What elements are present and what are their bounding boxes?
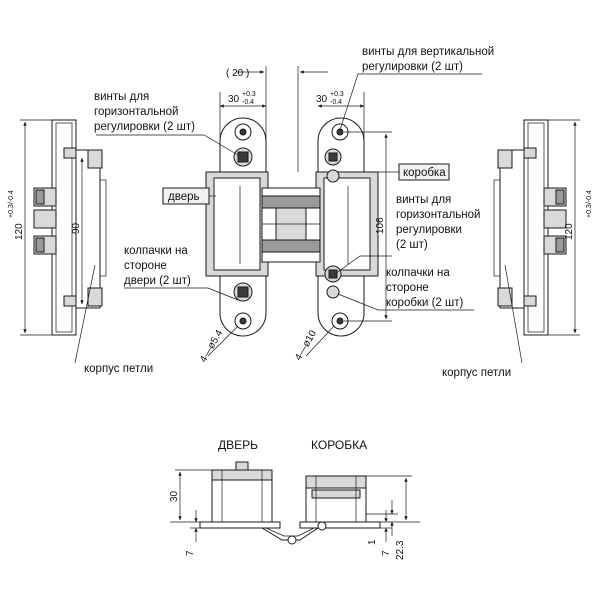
horizontal-screws-left-line1: винты для: [94, 91, 149, 103]
leader-hinge-body-left: [74, 264, 96, 364]
door-label: дверь: [168, 191, 199, 203]
dim-30-left-tol-minus: -0.4: [242, 99, 254, 106]
dim-30-left: 30 +0.3 -0.4: [219, 91, 267, 170]
dim-1-value: 1: [367, 539, 378, 545]
caps-frame-line1: колпачки на: [386, 267, 450, 279]
dim-120-right-value: 120: [564, 223, 575, 240]
frame-label: коробка: [403, 167, 446, 179]
dim-106-value: 106: [375, 217, 386, 234]
hinge-body-right-label: корпус петли: [442, 367, 511, 379]
right-side-view: [493, 119, 567, 336]
leader-hinge-body-right: [504, 264, 523, 364]
hinge-body-left-label: корпус петли: [84, 363, 153, 375]
horizontal-screws-left-line2: горизонтальной: [94, 106, 178, 118]
dim-7-left-value: 7: [185, 550, 196, 556]
dim-30-right: 30 +0.3 -0.4: [316, 91, 365, 170]
dim-20-value: ( 20 ): [226, 68, 249, 79]
leader-caps-door: [124, 287, 239, 301]
dim-7-left: 7: [185, 510, 200, 556]
dim-30-bottom-value: 30: [169, 490, 180, 502]
hole-d54-label: 4—ø5.4: [198, 328, 226, 365]
dim-30-left-tol-plus: +0.3: [242, 91, 256, 98]
leader-horizontal-screws-left: [96, 134, 239, 156]
dim-30-left-value: 30: [228, 94, 240, 105]
dim-120-right: 120 +0.3/-0.4: [548, 119, 593, 336]
dim-30-right-tol-minus: -0.4: [330, 99, 342, 106]
leader-caps-frame: [337, 293, 474, 311]
dim-20: ( 20 ): [226, 66, 328, 172]
leader-horizontal-screws-right: [334, 255, 392, 275]
caps-frame-line2: стороне: [386, 282, 429, 294]
frame-header: КОРОБКА: [311, 438, 367, 452]
dim-120-right-tol: +0.3/-0.4: [586, 190, 593, 218]
caps-door-line2: стороне: [124, 260, 167, 272]
horizontal-screws-right-line4: (2 шт): [396, 239, 428, 251]
dim-1: 1: [367, 510, 392, 545]
dim-90-value: 90: [71, 222, 82, 234]
dim-120-left: 120 +0.3/-0.4: [8, 119, 52, 336]
leader-hole-d54: [207, 325, 239, 357]
caps-door-line3: двери (2 шт): [124, 275, 191, 287]
vertical-screws-label-line1: винты для вертикальной: [362, 46, 494, 58]
dim-90: 90: [71, 157, 84, 305]
dim-120-left-value: 120: [14, 223, 25, 240]
horizontal-screws-right-line2: горизонтальной: [396, 209, 480, 221]
leader-hole-d10: [305, 325, 335, 357]
left-side-view: [33, 119, 107, 336]
vertical-screws-label-line2: регулировки (2 шт): [362, 61, 463, 73]
dim-120-left-tol: +0.3/-0.4: [8, 190, 15, 218]
horizontal-screws-right-line1: винты для: [396, 194, 451, 206]
horizontal-screws-left-line3: регулировки (2 шт): [94, 121, 195, 133]
dim-106: 106: [344, 131, 392, 322]
dim-223: 22.3: [366, 475, 412, 560]
dim-7-right-value: 7: [381, 550, 392, 556]
dim-223-value: 22.3: [395, 540, 406, 560]
bottom-view: [199, 461, 381, 545]
horizontal-screws-right-line3: регулировки: [396, 224, 462, 236]
front-view: [205, 117, 379, 337]
caps-door-line1: колпачки на: [124, 245, 188, 257]
leader-vertical-screws: [339, 73, 482, 131]
dim-30-bottom: 30: [169, 469, 212, 521]
dim-30-right-tol-plus: +0.3: [330, 91, 344, 98]
dim-7-right: 7: [366, 500, 398, 556]
dim-30-right-value: 30: [316, 94, 328, 105]
caps-frame-line3: коробки (2 шт): [386, 297, 463, 309]
hole-d10-label: 4—ø10: [293, 328, 319, 362]
door-header: ДВЕРЬ: [218, 438, 258, 452]
